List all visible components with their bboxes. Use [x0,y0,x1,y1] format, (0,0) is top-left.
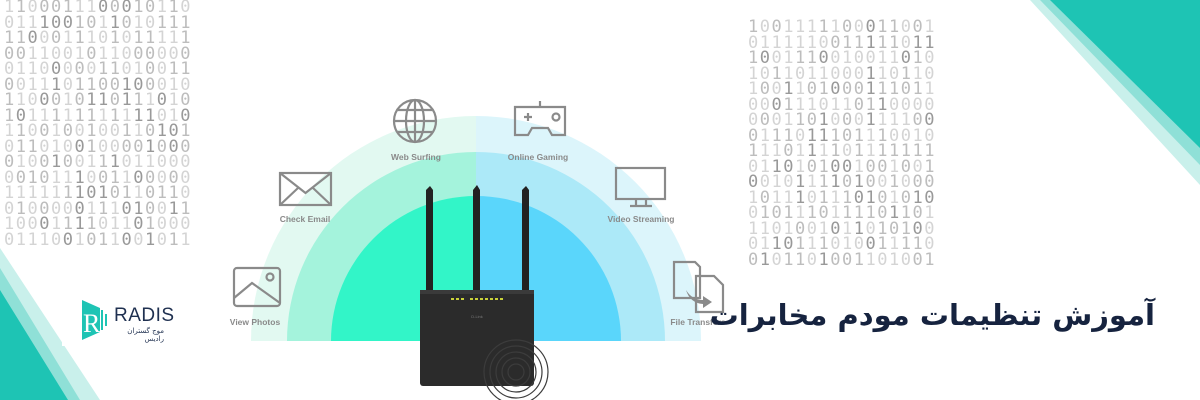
binary-row: 1101001011010100 [748,218,936,239]
feature-label-file-transfers: File Transfers [670,317,726,327]
gamepad-icon [513,101,567,137]
binary-row: 0010111101001000 [748,172,936,192]
feature-label-view-photos: View Photos [230,317,281,327]
binary-row: 1100100100110101 [4,121,192,141]
binary-row: 0101101001101001 [748,249,936,270]
globe-icon [392,98,438,144]
binary-row: 0011101100100010 [4,74,192,95]
binary-row: 0001110110110000 [748,94,936,115]
binary-row: 0110101001001001 [748,156,936,177]
binary-row: 1011111111111010 [4,105,192,126]
binary-row: 0011001011000000 [4,43,192,64]
binary-row: 1001101000111011 [748,79,936,99]
logo-letter-r: R [82,300,107,340]
binary-row: 0101110111101101 [748,203,936,223]
binary-row: 0100000111010011 [4,198,192,219]
binary-row: 1011101110101010 [748,187,936,208]
binary-row: 0111001011001011 [4,229,192,250]
binary-row: 1110111101111111 [748,141,936,161]
image-icon [232,266,282,308]
feature-label-check-email: Check Email [280,214,331,224]
binary-row: 1100011101011111 [4,28,192,48]
logo-tagline: موج گستران رادیس [127,327,164,343]
logo: R RADIS موج گستران رادیس [62,296,186,346]
binary-row: 1001111100011001 [748,17,936,37]
binary-row: 1011011000110110 [748,63,936,84]
binary-row: 1001110010011010 [748,48,936,68]
binary-row: 0111001011010111 [4,12,192,33]
binary-row: 1111111010110110 [4,183,192,203]
logo-name: RADIS [114,305,175,326]
page-title: آموزش تنظیمات مودم مخابرات [709,298,1155,332]
binary-row: 0110111010011110 [748,234,936,254]
feature-label-web-surfing: Web Surfing [391,152,441,162]
monitor-icon [614,166,667,208]
binary-row: 0111110011111011 [748,32,936,53]
corner-triangle-top-right [1050,0,1200,148]
binary-row: 0100100111011000 [4,152,192,172]
binary-row: 0110100100001000 [4,136,192,157]
binary-row: 0010111001100000 [4,167,192,188]
envelope-icon [278,171,333,207]
binary-row: 0111011101110010 [748,125,936,146]
binary-row: 1100010110111010 [4,90,192,110]
corner-triangle-bottom-left [0,290,68,400]
svg-text:R: R [83,309,101,338]
feature-label-online-gaming: Online Gaming [508,152,568,162]
file-transfer-icon [672,260,725,314]
binary-row: 0110000011010011 [4,59,192,79]
binary-row: 1000111101101000 [4,214,192,234]
feature-label-video-streaming: Video Streaming [608,214,675,224]
binary-row: 0001101000111100 [748,110,936,130]
router-brand: D-Link [471,314,483,319]
binary-row: 1100011100010110 [4,0,192,17]
router-image: D-Link [420,185,549,400]
